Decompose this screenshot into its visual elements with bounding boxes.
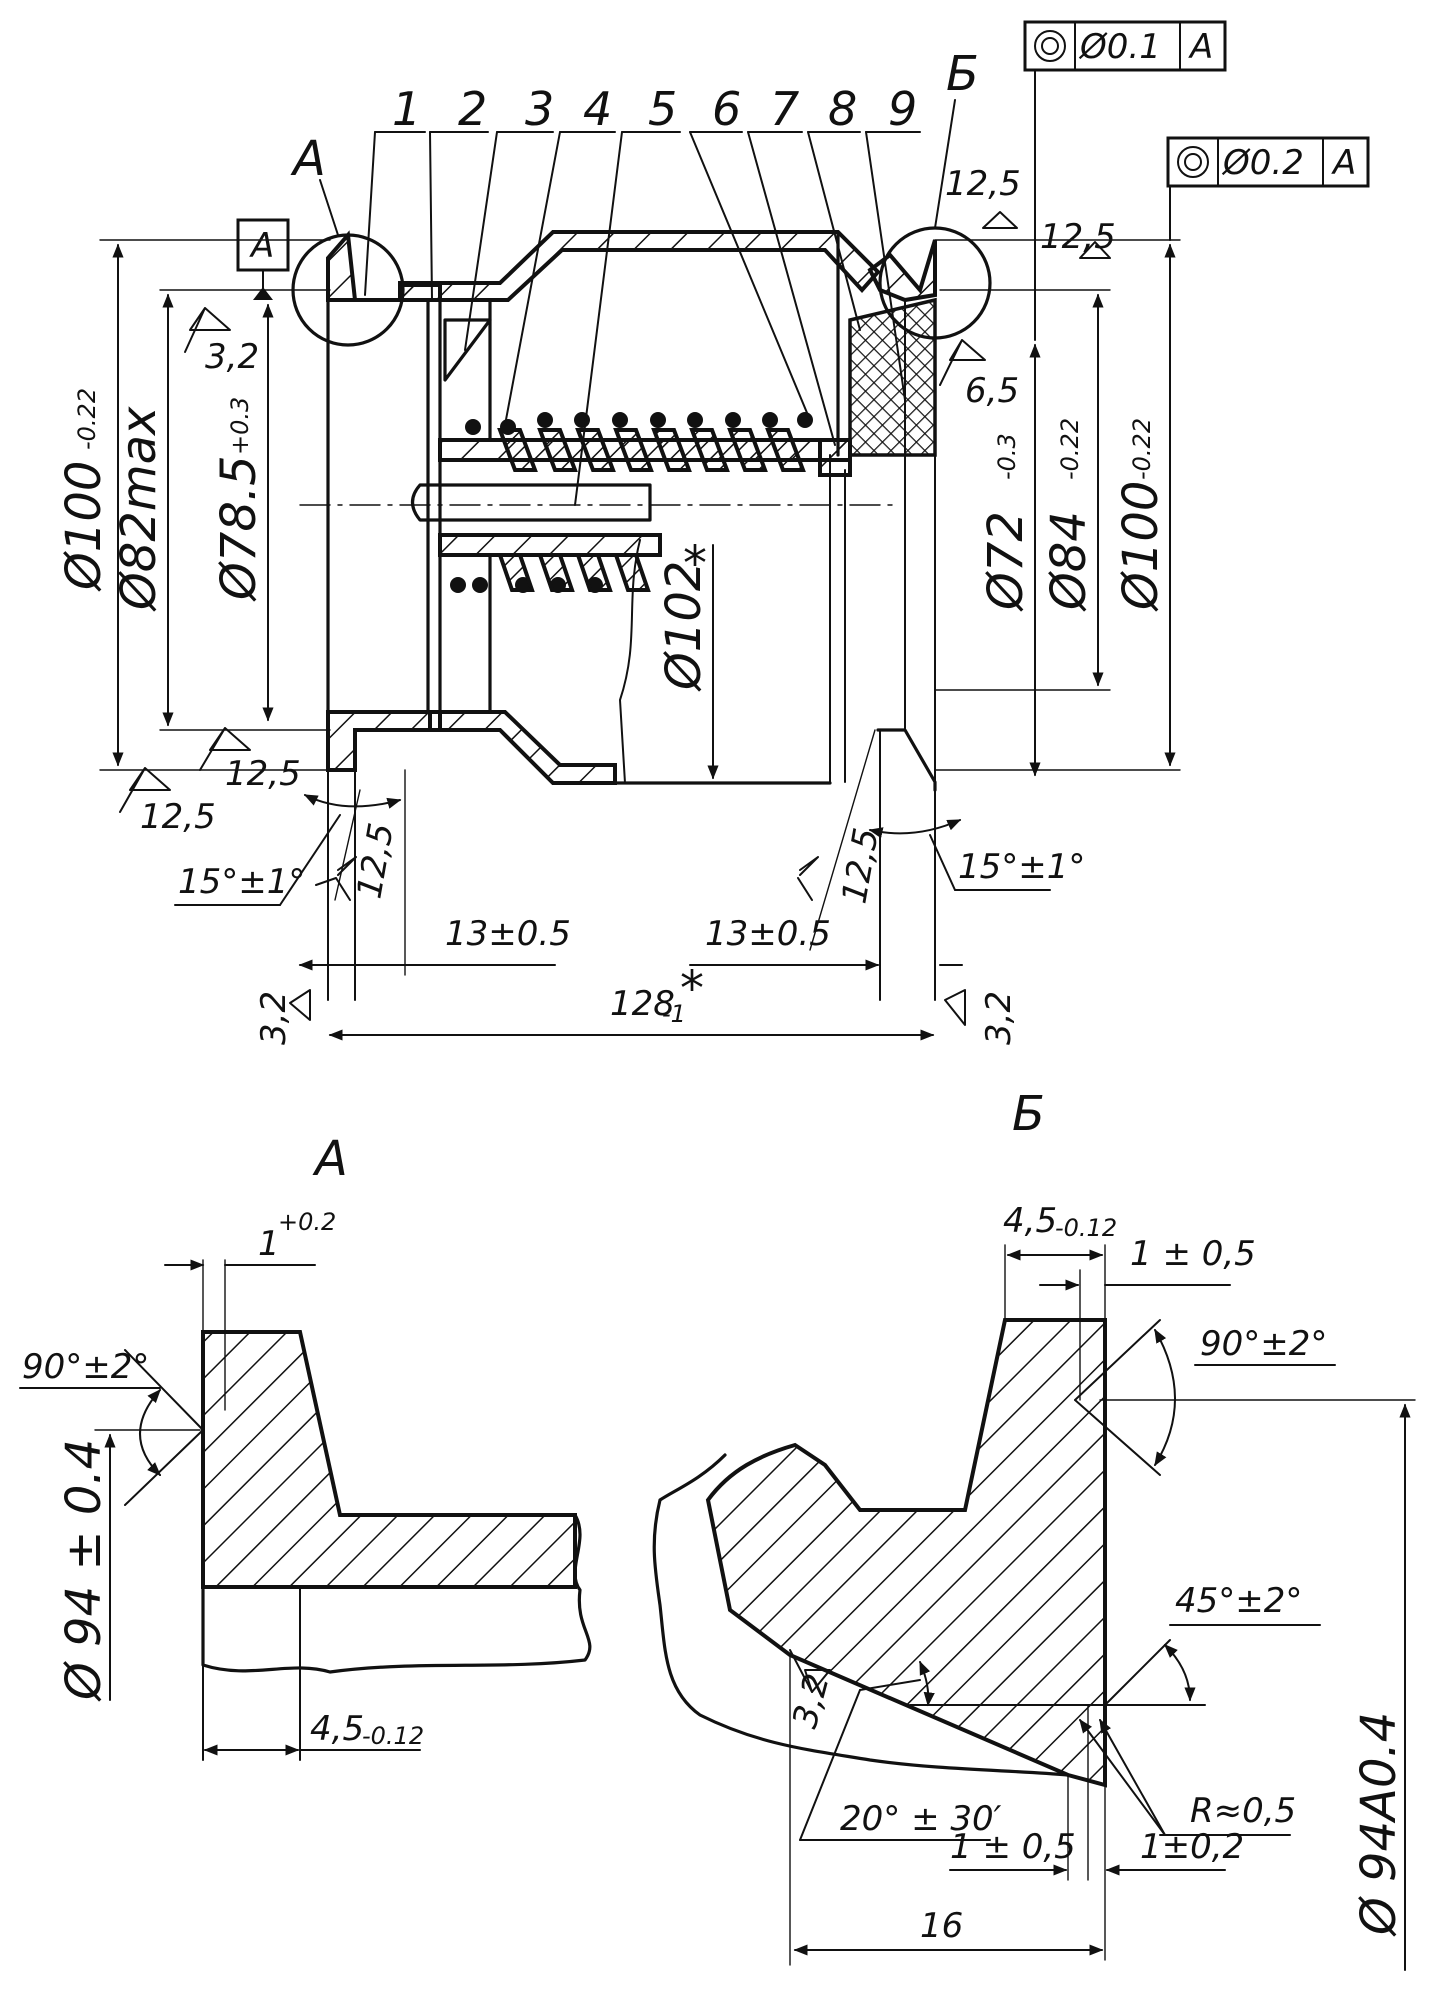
svg-text:6,5: 6,5 <box>965 371 1019 411</box>
svg-text:A: A <box>1188 27 1213 67</box>
svg-text:-0.12: -0.12 <box>1055 1214 1117 1242</box>
svg-text:1±0,2: 1±0,2 <box>1140 1827 1244 1867</box>
svg-text:1 ± 0,5: 1 ± 0,5 <box>1130 1234 1256 1274</box>
svg-text:12,5: 12,5 <box>945 164 1021 204</box>
inner-sleeve-lower <box>438 533 662 557</box>
svg-text:128: 128 <box>610 984 675 1024</box>
svg-text:-0.22: -0.22 <box>1056 418 1084 480</box>
spring-coils-lower <box>450 553 651 593</box>
right-flange-lower <box>876 728 937 792</box>
callout-4: 4 <box>583 82 612 136</box>
svg-text:Ø102: Ø102 <box>656 561 712 692</box>
svg-text:15°±1°: 15°±1° <box>178 862 305 902</box>
tolerance-frame-2: Ø0.2 A <box>1166 136 1370 241</box>
seal-ring <box>818 438 852 477</box>
svg-text:12,5: 12,5 <box>1040 217 1116 257</box>
svg-text:16: 16 <box>920 1906 963 1946</box>
svg-text:-0.3: -0.3 <box>993 433 1021 480</box>
body-shell-lower <box>428 710 617 785</box>
svg-text:45°±2°: 45°±2° <box>1175 1581 1302 1621</box>
svg-text:Ø72: Ø72 <box>978 511 1034 612</box>
svg-text:Ø0.1: Ø0.1 <box>1078 27 1161 67</box>
svg-text:3,2: 3,2 <box>785 1670 838 1733</box>
seal-pack <box>848 297 937 457</box>
svg-text:-1: -1 <box>662 1000 686 1028</box>
svg-text:Ø 94A0.4: Ø 94A0.4 <box>1351 1712 1407 1937</box>
piston-rod <box>410 483 652 522</box>
svg-text:Ø78.5: Ø78.5 <box>211 455 267 602</box>
detail-a-view: A 1 +0.2 90°±2° Ø 94 ± 0.4 4,5 -0.12 <box>19 1131 592 1761</box>
svg-text:12,5: 12,5 <box>225 754 301 794</box>
concentricity-icon <box>1034 30 1066 62</box>
retainer-disc <box>443 318 492 382</box>
svg-text:90°±2°: 90°±2° <box>22 1347 149 1387</box>
main-section-view: A Б 1 2 3 4 5 6 7 8 9 <box>56 20 1370 1045</box>
svg-text:+0.3: +0.3 <box>226 397 254 455</box>
datum-box-a <box>236 218 290 272</box>
svg-text:-0.22: -0.22 <box>73 388 101 450</box>
spring-coils-upper <box>465 412 813 472</box>
callout-1: 1 <box>392 82 421 136</box>
callout-6: 6 <box>712 82 741 136</box>
concentricity-icon <box>1177 146 1209 178</box>
svg-text:3,2: 3,2 <box>205 337 259 377</box>
svg-text:A: A <box>1331 143 1356 183</box>
callout-2: 2 <box>458 82 487 136</box>
svg-text:Ø0.2: Ø0.2 <box>1221 143 1304 183</box>
detail-label-a: A <box>290 131 326 187</box>
tolerance-frame-1: Ø0.1 A <box>1023 20 1227 341</box>
svg-text:+0.2: +0.2 <box>278 1208 336 1236</box>
svg-text:15°±1°: 15°±1° <box>958 847 1085 887</box>
svg-text:1 ± 0,5: 1 ± 0,5 <box>950 1827 1076 1867</box>
callout-7: 7 <box>770 82 799 136</box>
body-shell-upper <box>398 230 881 302</box>
svg-text:*: * <box>680 961 704 1017</box>
detail-label-b: Б <box>946 46 979 102</box>
svg-text:Ø100: Ø100 <box>1113 481 1169 612</box>
detail-b-title: Б <box>1012 1086 1045 1142</box>
detail-b-section <box>705 1318 1107 1788</box>
callout-3: 3 <box>525 82 554 136</box>
roughness-symbols: 3,2 12,5 12,5 12,5 12,5 6,5 12,5 12,5 3,… <box>119 164 1116 1045</box>
svg-text:Ø 94 ± 0.4: Ø 94 ± 0.4 <box>56 1439 112 1702</box>
svg-text:12,5: 12,5 <box>140 797 216 837</box>
svg-text:4,5: 4,5 <box>1003 1201 1057 1241</box>
svg-text:90°±2°: 90°±2° <box>1200 1324 1327 1364</box>
svg-text:-0.22: -0.22 <box>1128 418 1156 480</box>
angle-dims: 15°±1° 15°±1° <box>174 729 1085 951</box>
svg-text:Ø84: Ø84 <box>1041 511 1097 612</box>
callout-9: 9 <box>888 82 917 136</box>
right-diameter-dims: Ø72 -0.3 Ø84 -0.22 Ø100 -0.22 Ø102 * <box>656 239 1181 780</box>
svg-text:13±0.5: 13±0.5 <box>705 914 831 954</box>
svg-text:A: A <box>249 226 274 266</box>
svg-text:12,5: 12,5 <box>349 820 402 901</box>
svg-text:1: 1 <box>258 1224 280 1264</box>
svg-text:20° ± 30′: 20° ± 30′ <box>840 1799 1002 1839</box>
part-callouts: 1 2 3 4 5 6 7 8 9 <box>364 82 921 506</box>
svg-text:Ø82max: Ø82max <box>111 406 167 612</box>
svg-text:4,5: 4,5 <box>310 1709 364 1749</box>
svg-text:-0.12: -0.12 <box>362 1722 424 1750</box>
left-diameter-dims: Ø100 -0.22 Ø82max Ø78.5 +0.3 <box>56 239 331 771</box>
svg-text:3,2: 3,2 <box>979 991 1019 1045</box>
left-flange-lower <box>326 710 442 772</box>
break-line <box>619 539 641 784</box>
svg-text:*: * <box>683 536 707 592</box>
right-flange-upper <box>867 239 937 303</box>
callout-5: 5 <box>648 82 677 136</box>
svg-text:3,2: 3,2 <box>254 991 294 1045</box>
detail-b-view: Б 4,5 -0.12 1 ± 0,5 90°±2° Ø 94A0.4 45°±… <box>652 1086 1416 1971</box>
svg-text:R≈0,5: R≈0,5 <box>1190 1791 1296 1831</box>
detail-a-title: A <box>312 1131 348 1187</box>
detail-a-section <box>201 1330 577 1589</box>
callout-8: 8 <box>828 82 857 136</box>
length-dims: 13±0.5 13±0.5 128 -1 * <box>298 769 963 1041</box>
svg-text:Ø100: Ø100 <box>56 461 112 592</box>
svg-text:13±0.5: 13±0.5 <box>445 914 571 954</box>
